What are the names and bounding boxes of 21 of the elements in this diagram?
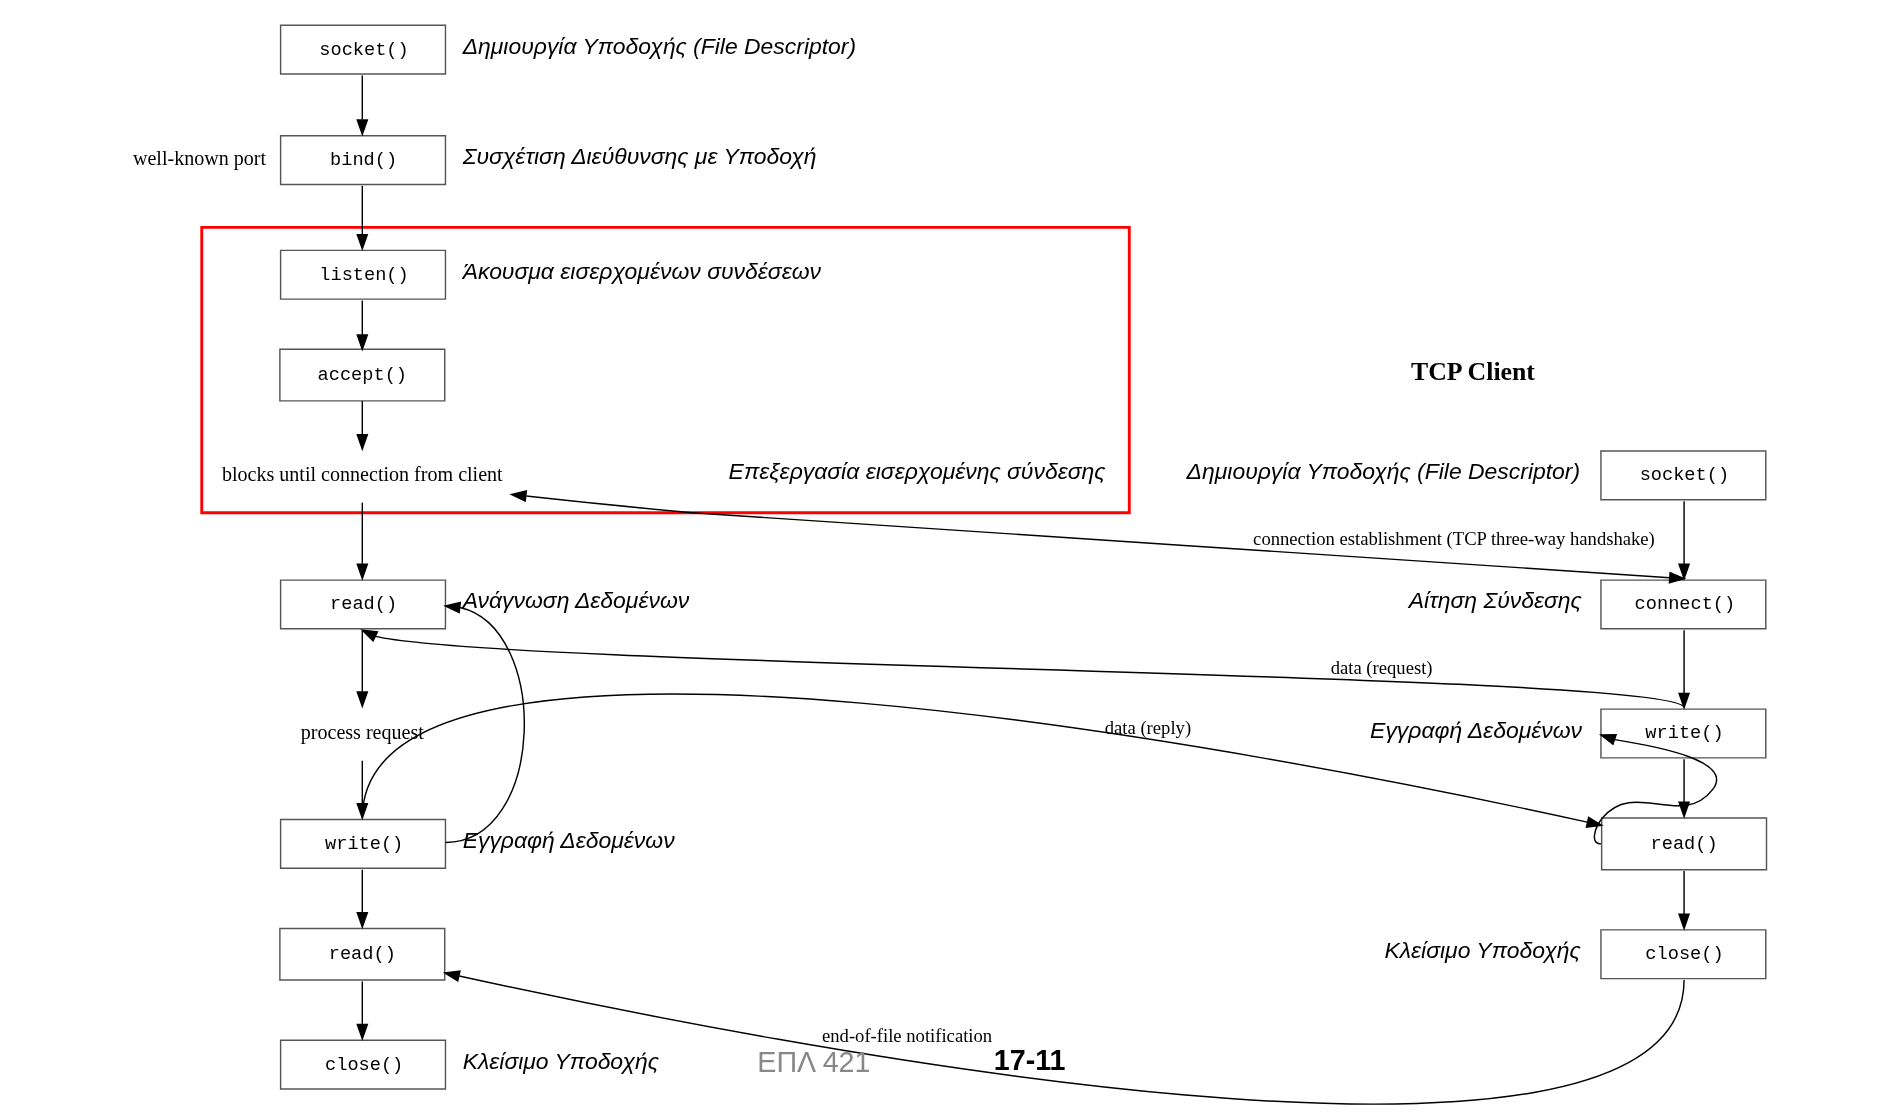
node-label: Αίτηση Σύνδεσης	[1408, 587, 1582, 614]
node-label: Εγγραφή Δεδομένων	[462, 826, 675, 853]
edge-label: data (reply)	[1104, 717, 1192, 739]
node-text: blocks until connection from client	[221, 462, 503, 485]
edge-label: end-of-file notification	[822, 1025, 993, 1047]
label: TCP Client	[1410, 356, 1535, 386]
label: ΕΠΛ 421	[757, 1045, 871, 1078]
node-label: Δημιουργία Υποδοχής (File Descriptor)	[1186, 458, 1581, 485]
edge-label: connection establishment (TCP three-way handshake)	[1253, 527, 1655, 549]
node-label: Επεξεργασία εισερχομένης σύνδεσης	[728, 458, 1106, 485]
node-label: Εγγραφή Δεδομένων	[1370, 716, 1583, 743]
node-label: well-known port	[132, 147, 267, 170]
node-label: Ανάγνωση Δεδομένων	[462, 587, 690, 614]
node-label: Κλείσιμο Υποδοχής	[1384, 937, 1581, 964]
edge-label: data (request)	[1330, 656, 1433, 678]
label: 17-11	[993, 1044, 1066, 1077]
node-label: Κλείσιμο Υποδοχής	[462, 1047, 659, 1074]
node-label: Δημιουργία Υποδοχής (File Descriptor)	[462, 32, 857, 59]
node-label: Άκουσμα εισερχομένων συνδέσεων	[462, 257, 822, 284]
node-text: process request	[300, 720, 424, 743]
node-label: Συσχέτιση Διεύθυνσης με Υποδοχή	[462, 143, 817, 170]
